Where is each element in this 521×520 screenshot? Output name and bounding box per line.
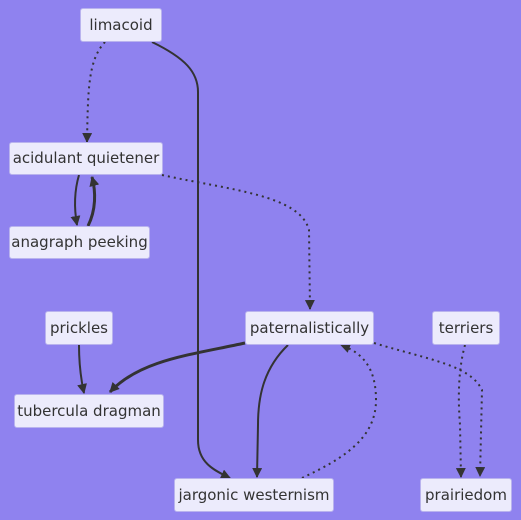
node-label: tubercula dragman — [17, 401, 161, 420]
node-terriers[interactable]: terriers — [432, 311, 500, 345]
node-label: anagraph peeking — [11, 233, 148, 251]
node-label: limacoid — [89, 15, 153, 34]
edge-limacoid-to-acidulant-quietener — [82, 41, 106, 143]
edge-prickles-to-tubercula-dragman — [77, 344, 87, 394]
node-prickles[interactable]: prickles — [45, 311, 113, 345]
node-anagraph-peeking[interactable]: anagraph peeking — [9, 226, 150, 259]
node-label: jargonic westernism — [178, 485, 330, 504]
node-label: paternalistically — [249, 318, 370, 337]
node-paternalistically[interactable]: paternalistically — [245, 311, 374, 345]
node-label: prairiedom — [425, 485, 507, 504]
node-limacoid[interactable]: limacoid — [80, 8, 162, 42]
node-label: prickles — [49, 318, 108, 337]
edge-terriers-to-prairiedom — [455, 344, 466, 478]
node-acidulant-quietener[interactable]: acidulant quietener — [9, 142, 163, 175]
edge-paternalistically-to-jargonic-westernism — [252, 344, 289, 478]
edge-jargonic-westernism-to-paternalistically — [301, 343, 378, 479]
node-tubercula-dragman[interactable]: tubercula dragman — [14, 394, 164, 428]
edge-paternalistically-to-tubercula-dragman — [108, 341, 246, 394]
edge-acidulant-quietener-to-anagraph-peeking — [70, 174, 81, 226]
node-label: terriers — [438, 318, 494, 337]
edge-limacoid-to-jargonic-westernism — [151, 41, 231, 479]
node-jargonic-westernism[interactable]: jargonic westernism — [174, 478, 334, 512]
node-label: acidulant quietener — [12, 149, 160, 167]
edge-paternalistically-to-prairiedom — [373, 342, 486, 477]
edge-anagraph-peeking-to-acidulant-quietener — [86, 176, 100, 227]
edge-acidulant-quietener-to-paternalistically — [161, 174, 315, 310]
node-prairiedom[interactable]: prairiedom — [420, 478, 512, 512]
